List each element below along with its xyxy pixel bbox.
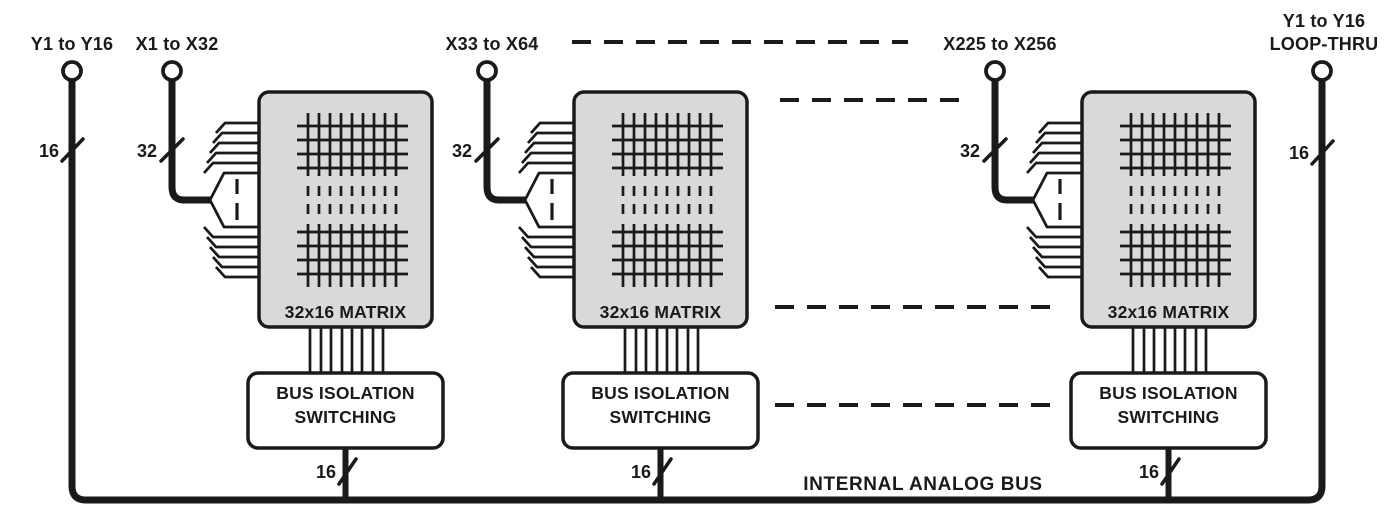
bus-isolation-label-line2: SWITCHING xyxy=(1118,407,1220,427)
x-input-label: X1 to X32 xyxy=(136,34,219,54)
x-input-wire xyxy=(991,80,1034,204)
x-input-count: 32 xyxy=(960,141,980,161)
x-input-count-slash xyxy=(159,137,185,163)
x-input-wire xyxy=(168,80,211,204)
bus-drop-count-slash xyxy=(337,457,358,486)
y-loopthru-count: 16 xyxy=(1289,143,1309,163)
bus-drop-count: 16 xyxy=(1139,462,1159,482)
bus-drop-count: 16 xyxy=(316,462,336,482)
y-input-terminal-icon xyxy=(61,60,83,82)
switch-unit-3: X225 to X256 32 32x16 MATRIX BUS ISOLATI… xyxy=(943,34,1268,500)
matrix-block-label: 32x16 MATRIX xyxy=(1108,302,1230,322)
matrix-block xyxy=(572,90,749,329)
matrix-block xyxy=(1080,90,1257,329)
y-loopthru-label-line1: Y1 to Y16 xyxy=(1283,11,1366,31)
matrix-block-label: 32x16 MATRIX xyxy=(600,302,722,322)
bus-isolation-label-line1: BUS ISOLATION xyxy=(1099,383,1237,403)
x-input-terminal-icon xyxy=(476,60,498,82)
bus-drop-count: 16 xyxy=(631,462,651,482)
bus-isolation-label-line2: SWITCHING xyxy=(610,407,712,427)
x-input-terminal-icon xyxy=(161,60,183,82)
y-input-label: Y1 to Y16 xyxy=(31,34,114,54)
continuation-dashes xyxy=(572,40,1053,407)
y-input-count: 16 xyxy=(39,141,59,161)
y-input-count-slash xyxy=(60,137,85,163)
switch-unit-2: X33 to X64 32 32x16 MATRIX BUS ISOLATION… xyxy=(445,34,760,500)
switch-unit-1: X1 to X32 32 32x16 MATRIX BUS ISOLATION … xyxy=(136,34,445,500)
y-loopthru-terminal-icon xyxy=(1311,60,1333,82)
x-input-terminal-icon xyxy=(984,60,1006,82)
x-input-count-slash xyxy=(982,137,1008,163)
matrix-block xyxy=(257,90,434,329)
matrix-block-label: 32x16 MATRIX xyxy=(285,302,407,322)
bus-isolation-label-line1: BUS ISOLATION xyxy=(591,383,729,403)
bus-isolation-label-line2: SWITCHING xyxy=(295,407,397,427)
internal-analog-bus-label: INTERNAL ANALOG BUS xyxy=(803,474,1042,495)
x-input-count: 32 xyxy=(452,141,472,161)
internal-analog-bus-wire xyxy=(68,80,1326,504)
y-loopthru-count-slash xyxy=(1310,139,1335,166)
y-loopthru-label-line2: LOOP-THRU xyxy=(1270,34,1379,54)
x-input-label: X33 to X64 xyxy=(445,34,538,54)
x-input-count-slash xyxy=(474,137,500,163)
x-input-label: X225 to X256 xyxy=(943,34,1056,54)
bus-isolation-label-line1: BUS ISOLATION xyxy=(276,383,414,403)
x-input-count: 32 xyxy=(137,141,157,161)
x-input-wire xyxy=(483,80,526,204)
bus-drop-count-slash xyxy=(1160,457,1181,486)
bus-drop-count-slash xyxy=(652,457,673,486)
